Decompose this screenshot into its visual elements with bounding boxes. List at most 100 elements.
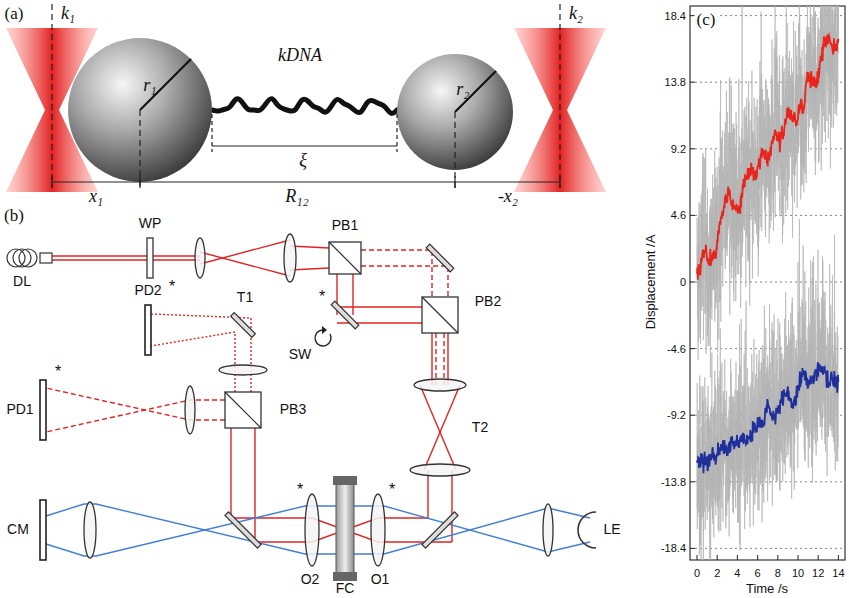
tick-label: 6 — [755, 567, 761, 579]
lens — [84, 502, 96, 558]
axis-tick — [690, 82, 695, 83]
axis-tick — [797, 555, 798, 560]
axis-tick — [690, 281, 695, 282]
waveplate — [147, 238, 153, 278]
axis-tick — [690, 348, 695, 349]
panel-label: (a) — [5, 5, 24, 24]
beam-line — [231, 518, 428, 530]
dimension-line — [212, 145, 397, 146]
component-label: WP — [139, 216, 162, 231]
mirror — [231, 313, 256, 338]
mirror — [331, 301, 359, 329]
beam-line — [52, 259, 200, 260]
axis-tick — [838, 555, 839, 560]
beam-line — [361, 266, 448, 297]
tick-label: -4.6 — [667, 343, 686, 355]
axis-tick — [690, 148, 695, 149]
marker-star: * — [389, 481, 395, 499]
panel-label: (c) — [695, 11, 718, 30]
filtered-trace — [697, 35, 838, 280]
extension-label: ξ — [299, 151, 307, 171]
rotation-arrowhead — [322, 326, 327, 334]
distance-label: -x₂ — [498, 187, 518, 207]
component-label: PB1 — [332, 218, 358, 233]
spring-constant-label: kDNA — [278, 46, 322, 66]
tick-label: 0 — [694, 567, 700, 579]
beam-line — [361, 250, 432, 297]
tick-label: 2 — [714, 567, 720, 579]
component-label: CM — [7, 522, 29, 537]
lens — [543, 504, 553, 556]
component-label: PD2 — [134, 283, 161, 298]
axis-title: Time /s — [746, 582, 788, 596]
trace-group — [697, 6, 838, 560]
component-label: SW — [289, 347, 312, 362]
raw-trace — [697, 219, 838, 560]
component-label: FC — [336, 581, 355, 596]
fiber-connector — [40, 253, 52, 263]
beam-line — [151, 332, 235, 392]
component-label: PB2 — [475, 294, 501, 309]
component-label: O1 — [371, 572, 390, 587]
flow-cell-cap — [333, 476, 357, 485]
panel-c — [690, 0, 845, 586]
beam-line — [451, 470, 452, 542]
lens — [284, 234, 296, 282]
component-label: T2 — [472, 420, 488, 435]
fiber-coil — [19, 249, 37, 267]
beam-line — [200, 252, 290, 276]
trap-axis — [51, 4, 52, 188]
beam-line — [230, 428, 231, 518]
dimension-tick — [559, 176, 560, 188]
beam-line — [46, 400, 225, 432]
axis-tick — [690, 548, 695, 549]
beam-splitter — [225, 392, 261, 428]
flow-cell-cap — [333, 572, 357, 581]
component-label: PB3 — [280, 402, 306, 417]
component-label: T1 — [237, 290, 253, 305]
panel-label: (b) — [4, 207, 24, 226]
tick-label: -9.2 — [667, 409, 686, 421]
beam-line — [337, 306, 422, 307]
beam-line — [254, 428, 255, 542]
beam-line — [447, 333, 448, 385]
dimension-line — [52, 181, 560, 182]
axis-tick — [777, 555, 778, 560]
led-source — [578, 512, 596, 548]
axis-title: Displacement /A — [644, 235, 658, 330]
trap-axis — [559, 4, 560, 188]
axis-tick — [818, 555, 819, 560]
marker-star: * — [169, 278, 175, 296]
axis-tick — [696, 555, 697, 560]
beam-line — [52, 255, 200, 256]
detector — [40, 380, 46, 440]
component-label: PD1 — [6, 402, 33, 417]
axis-tick — [690, 415, 695, 416]
tick-label: 12 — [812, 567, 824, 579]
detector — [145, 305, 151, 355]
grid-line — [690, 548, 845, 549]
axis-tick — [737, 555, 738, 560]
tick-label: -13.8 — [661, 476, 686, 488]
dna-tether — [212, 99, 397, 114]
lens — [185, 386, 195, 434]
axis-tick — [717, 555, 718, 560]
tick-label: 4.6 — [671, 209, 686, 221]
tick-label: 10 — [792, 567, 804, 579]
tick-label: 8 — [775, 567, 781, 579]
dimension-tick — [454, 176, 455, 188]
center-line — [139, 110, 140, 188]
distance-label: R₁₂ — [285, 187, 309, 207]
beam-line — [424, 385, 460, 470]
beam-line — [151, 314, 251, 392]
beam-line — [431, 333, 432, 385]
lens — [195, 238, 205, 278]
beam-line — [427, 470, 428, 518]
tick-label: -18.4 — [661, 542, 686, 554]
axis-tick — [757, 555, 758, 560]
beam-line — [46, 388, 225, 420]
spring-constant-label: k₁ — [61, 4, 75, 24]
beam-splitter — [329, 242, 361, 274]
